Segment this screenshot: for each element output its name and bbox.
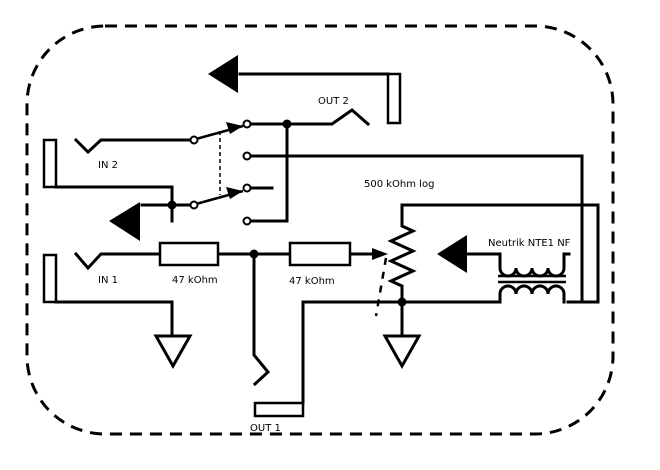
- in2-tip-wire: [73, 137, 192, 155]
- pot-ground-symbol: [382, 334, 422, 370]
- transformer-primary-coil: [498, 252, 566, 278]
- in2-jack: [42, 137, 192, 241]
- switch-pivot-lower: [189, 200, 199, 210]
- junction-dot: [282, 119, 292, 129]
- pot-input-arrow: [372, 248, 388, 260]
- in1-label: IN 1: [98, 275, 118, 286]
- potentiometer: [374, 203, 600, 370]
- r1-value-label: 47 kOhm: [172, 275, 218, 286]
- out1-ground-wire: [301, 300, 502, 405]
- junction-dot: [167, 200, 177, 210]
- out2-label: OUT 2: [318, 96, 349, 107]
- in1-sleeve-wire: [54, 300, 174, 337]
- pot-resistive-element: [387, 203, 417, 337]
- switch-pivot-upper: [189, 135, 199, 145]
- junction-dot: [397, 297, 407, 307]
- in1-jack-sleeve: [42, 253, 58, 304]
- in1-tip-wire: [73, 251, 162, 271]
- in1-ground-symbol: [153, 334, 193, 370]
- switch-to-transformer-wire: [246, 154, 584, 304]
- transformer-secondary-coil: [498, 284, 566, 304]
- signal-chain: [158, 241, 388, 387]
- resistor-r2: [288, 241, 352, 267]
- in1-jack: [42, 251, 193, 370]
- enclosure-outline: [25, 24, 615, 436]
- switch-lever-upper-tip: [226, 122, 243, 134]
- out1-jack: [253, 300, 502, 418]
- in2-label: IN 2: [98, 160, 118, 171]
- out2-tip-wire: [246, 108, 371, 127]
- switch-contact: [242, 216, 252, 226]
- switch-contact: [242, 119, 252, 129]
- in2-ground-arrow: [109, 202, 140, 241]
- out2-jack: [208, 55, 402, 127]
- out1-jack-sleeve: [253, 401, 305, 418]
- r2-value-label: 47 kOhm: [289, 276, 335, 287]
- switch-lever-lower-tip: [226, 187, 243, 199]
- switch-common-bus: [246, 122, 289, 223]
- out1-label: OUT 1: [250, 423, 281, 434]
- in2-jack-sleeve: [42, 138, 58, 189]
- transformer: [437, 235, 571, 304]
- pot-top-wire: [400, 203, 600, 304]
- out2-ground-arrow: [208, 55, 238, 93]
- transformer-input-arrow: [437, 235, 467, 273]
- transformer-label: Neutrik NTE1 NF: [488, 238, 571, 249]
- switch-contact: [242, 151, 252, 161]
- pot-value-label: 500 kOhm log: [364, 179, 434, 190]
- in2-sleeve-wire: [54, 185, 174, 223]
- out2-jack-sleeve: [386, 72, 402, 125]
- pot-log-taper-mark: [374, 257, 388, 317]
- out1-tip-wire: [252, 252, 271, 387]
- switch-contact: [242, 183, 252, 193]
- resistor-r1: [158, 241, 220, 267]
